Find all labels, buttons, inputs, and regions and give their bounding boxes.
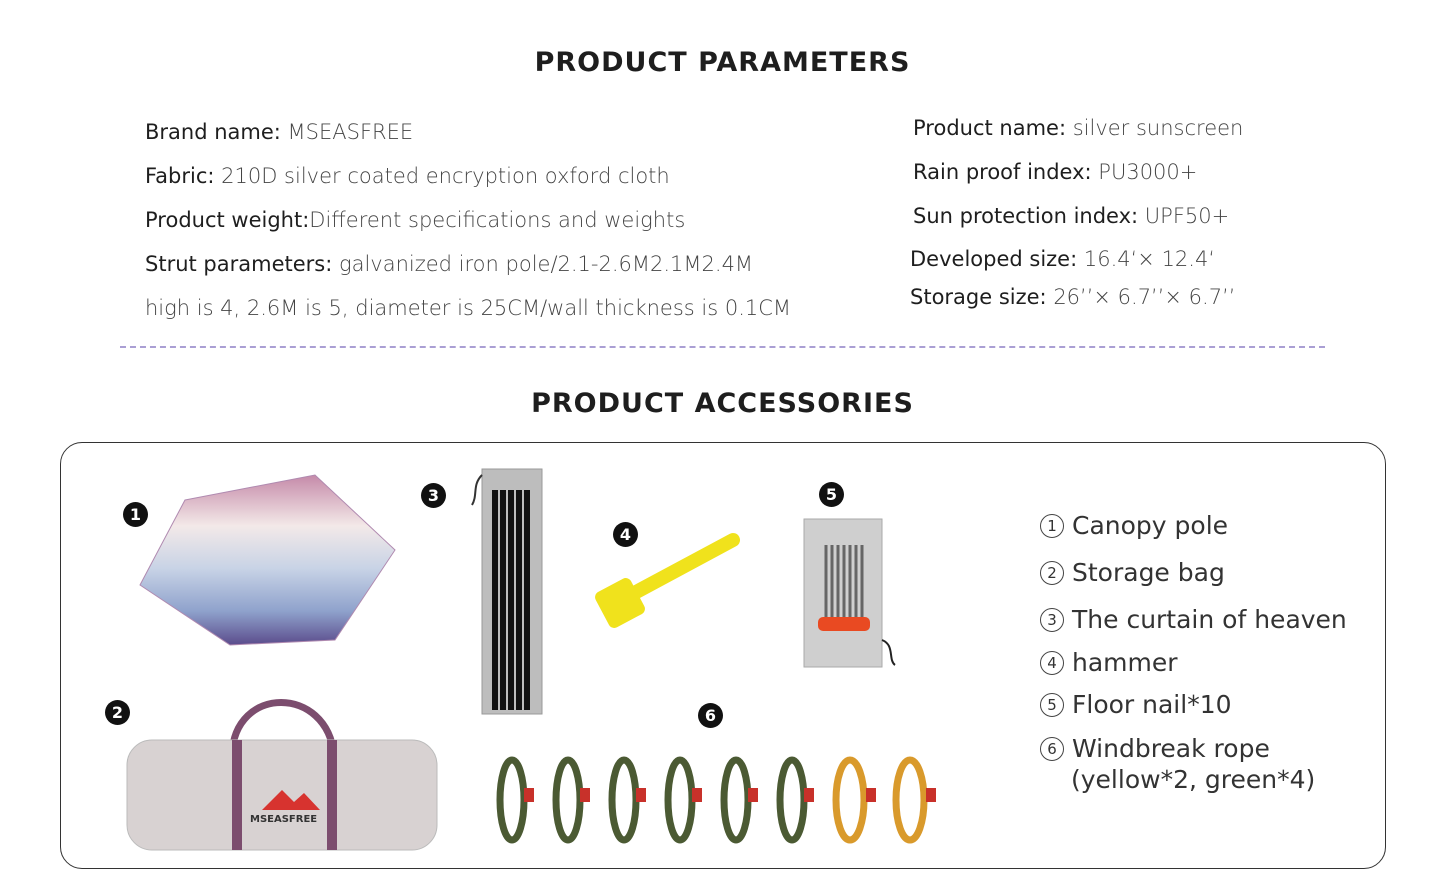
param-strut: Strut parameters: galvanized iron pole/2…	[145, 252, 753, 276]
item-label: hammer	[1072, 648, 1178, 677]
param-value: 26’’× 6.7’’× 6.7’’	[1053, 285, 1236, 309]
param-label: Product weight:	[145, 208, 310, 232]
param-value: PU3000+	[1098, 160, 1198, 184]
hammer-image	[595, 533, 740, 628]
param-developed-size: Developed size: 16.4‘× 12.4‘	[910, 247, 1215, 271]
param-label: Rain proof index:	[913, 160, 1099, 184]
item-label: Floor nail*10	[1072, 690, 1232, 719]
param-label: Brand name:	[145, 120, 288, 144]
param-fabric: Fabric: 210D silver coated encryption ox…	[145, 164, 670, 188]
item-label: Storage bag	[1072, 558, 1225, 587]
accessories-title: PRODUCT ACCESSORIES	[531, 388, 914, 419]
param-sun-protection: Sun protection index: UPF50+	[913, 204, 1229, 228]
param-weight: Product weight:Different specifications …	[145, 208, 685, 232]
badge-2: 2	[105, 700, 130, 725]
item-number: 2	[1040, 561, 1064, 585]
param-value: high is 4, 2.6M is 5, diameter is 25CM/w…	[145, 296, 792, 320]
badge-3: 3	[421, 483, 446, 508]
accessory-item: 4 hammer	[1040, 648, 1178, 677]
param-label: Product name:	[913, 116, 1073, 140]
param-value: 210D silver coated encryption oxford clo…	[221, 164, 670, 188]
param-brand: Brand name: MSEASFREE	[145, 120, 413, 144]
item-number: 5	[1040, 693, 1064, 717]
ropes-image	[496, 756, 936, 844]
accessory-item: 6 Windbreak rope	[1040, 734, 1270, 763]
badge-1: 1	[123, 502, 148, 527]
parameters-title: PRODUCT PARAMETERS	[534, 47, 911, 78]
item-label: The curtain of heaven	[1072, 605, 1347, 634]
param-label: Fabric:	[145, 164, 222, 188]
param-label: Developed size:	[910, 247, 1084, 271]
param-strut-cont: high is 4, 2.6M is 5, diameter is 25CM/w…	[145, 296, 791, 320]
param-value: Different specifications and weights	[309, 208, 686, 232]
badge-6: 6	[698, 703, 723, 728]
accessory-item: 5 Floor nail*10	[1040, 690, 1232, 719]
param-product-name: Product name: silver sunscreen	[913, 116, 1243, 140]
accessories-panel	[60, 442, 1386, 869]
logo-text: MSEASFREE	[250, 814, 317, 825]
item-number: 4	[1040, 651, 1064, 675]
stakes-bag-image	[803, 518, 896, 668]
badge-5: 5	[819, 482, 844, 507]
accessory-item: 3 The curtain of heaven	[1040, 605, 1347, 634]
param-label: Sun protection index:	[913, 204, 1145, 228]
accessory-item: 1 Canopy pole	[1040, 511, 1228, 540]
item-label: Canopy pole	[1072, 511, 1229, 540]
accessory-item-sub: (yellow*2, green*4)	[1071, 765, 1316, 794]
badge-4: 4	[613, 522, 638, 547]
item-number: 3	[1040, 608, 1064, 632]
param-label: Storage size:	[910, 285, 1054, 309]
param-value: 16.4‘× 12.4‘	[1083, 247, 1215, 271]
canopy-image	[139, 474, 396, 646]
item-number: 6	[1040, 737, 1064, 761]
storage-bag-image: MSEASFREE	[126, 699, 438, 851]
item-number: 1	[1040, 514, 1064, 538]
param-value: UPF50+	[1144, 204, 1230, 228]
param-label: Strut parameters:	[145, 252, 339, 276]
param-value: silver sunscreen	[1072, 116, 1244, 140]
param-value: MSEASFREE	[287, 120, 414, 144]
param-storage-size: Storage size: 26’’× 6.7’’× 6.7’’	[910, 285, 1235, 309]
poles-image	[471, 468, 543, 715]
section-divider	[120, 346, 1325, 348]
param-value: galvanized iron pole/2.1-2.6M2.1M2.4M	[338, 252, 754, 276]
param-rain-proof: Rain proof index: PU3000+	[913, 160, 1197, 184]
item-label: Windbreak rope	[1072, 734, 1270, 763]
accessory-item: 2 Storage bag	[1040, 558, 1225, 587]
